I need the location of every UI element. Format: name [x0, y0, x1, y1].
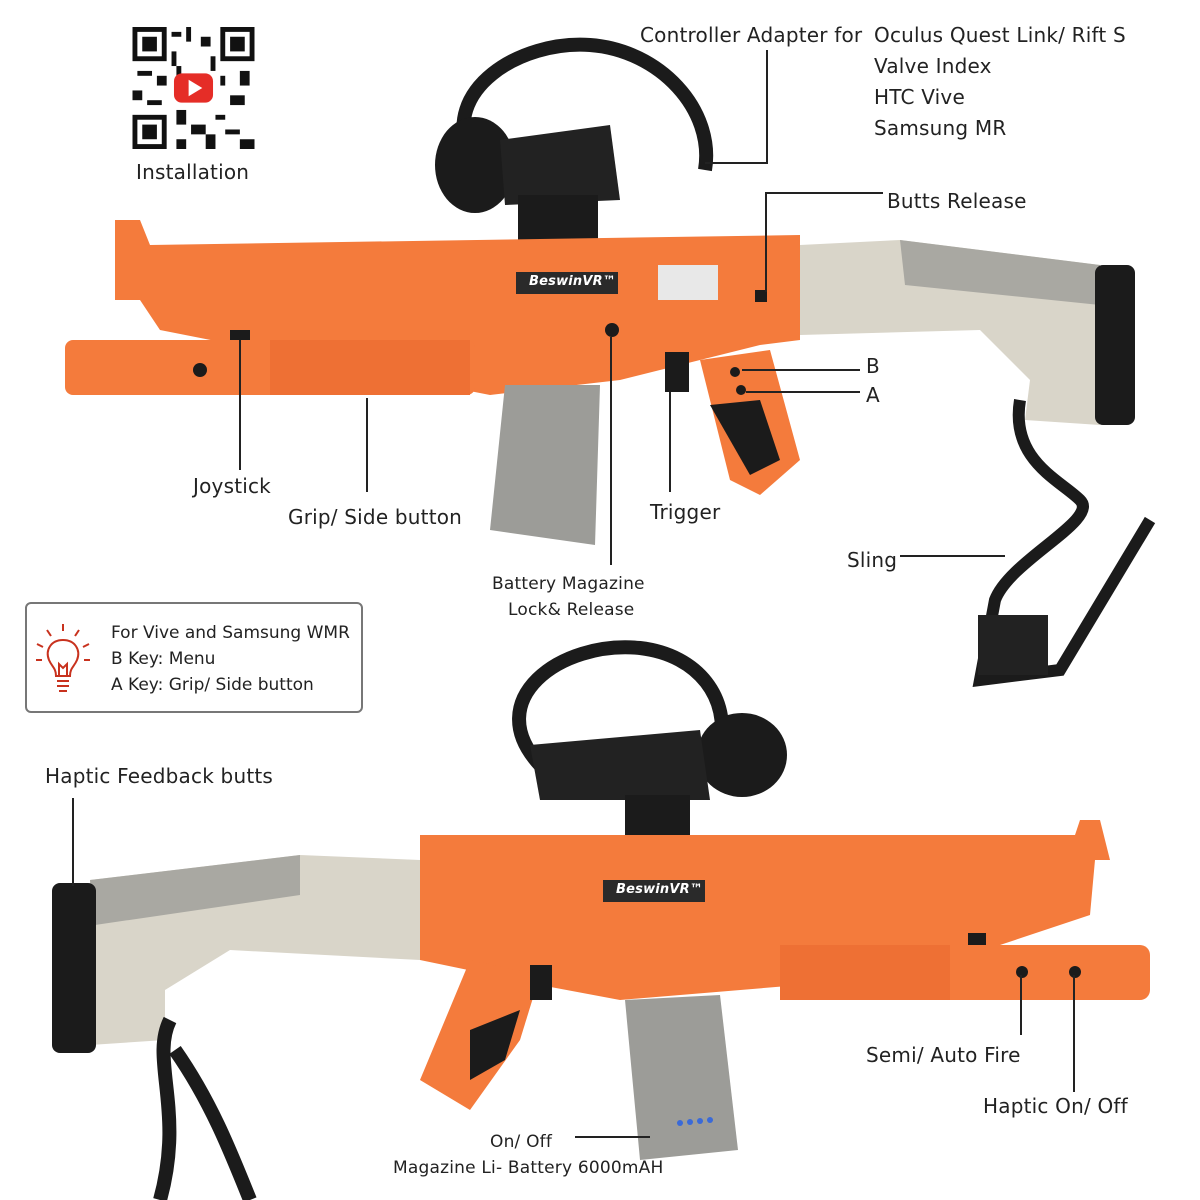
- haptic-butt-pad: [52, 883, 96, 1053]
- haptic-onoff-label: Haptic On/ Off: [983, 1094, 1128, 1118]
- headset-item: HTC Vive: [874, 85, 965, 109]
- trigger: [665, 352, 689, 392]
- joystick: [230, 330, 250, 340]
- headset-ring: [456, 37, 714, 172]
- sling-label: Sling: [847, 548, 898, 572]
- qr-code[interactable]: [132, 27, 255, 149]
- a-key-label: A: [866, 383, 880, 407]
- on-off-label: On/ Off: [490, 1132, 553, 1152]
- info-line: For Vive and Samsung WMR: [111, 623, 350, 643]
- grip-label: Grip/ Side button: [288, 505, 463, 529]
- headset-item: Oculus Quest Link/ Rift S: [874, 23, 1126, 47]
- joystick-label: Joystick: [193, 474, 271, 498]
- adapter-label: Controller Adapter for: [640, 23, 863, 47]
- top-magazine: [490, 385, 600, 545]
- brand-logo-top: BeswinVR™: [529, 274, 617, 289]
- haptic-butts-label: Haptic Feedback butts: [45, 764, 274, 788]
- top-gun: [65, 37, 1156, 687]
- magazine-battery-label: Magazine Li- Battery 6000mAH: [393, 1158, 664, 1178]
- info-box: For Vive and Samsung WMR B Key: Menu A K…: [25, 602, 363, 713]
- qr-caption: Installation: [136, 160, 250, 184]
- brand-logo-bottom: BeswinVR™: [616, 882, 704, 897]
- info-line: A Key: Grip/ Side button: [111, 675, 314, 695]
- bottom-gun: [52, 640, 1150, 1200]
- sling: [972, 399, 1156, 687]
- butt-pad: [1095, 265, 1135, 425]
- trigger-label: Trigger: [650, 500, 721, 524]
- info-line: B Key: Menu: [111, 649, 216, 669]
- b-key-label: B: [866, 354, 880, 378]
- butts-release-label: Butts Release: [887, 189, 1027, 213]
- semi-auto-label: Semi/ Auto Fire: [866, 1043, 1021, 1067]
- battery-lock-label-2: Lock& Release: [508, 600, 635, 620]
- headset-item: Samsung MR: [874, 116, 1007, 140]
- lightbulb-icon: [36, 624, 90, 692]
- battery-lock-label-1: Battery Magazine: [492, 574, 645, 594]
- headset-item: Valve Index: [874, 54, 992, 78]
